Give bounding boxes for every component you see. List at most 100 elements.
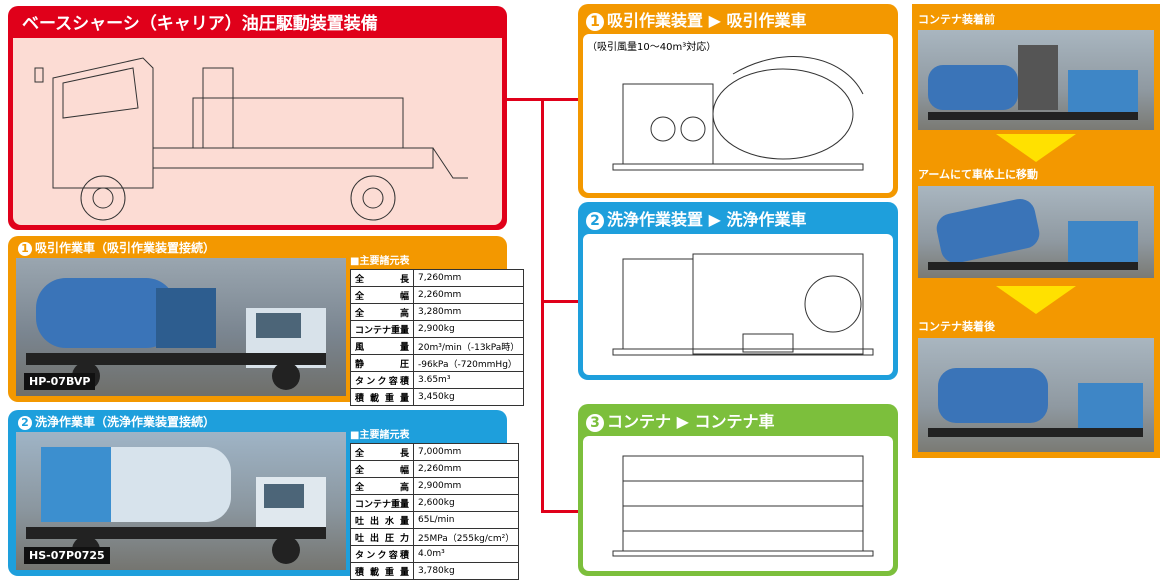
step-after-photo <box>918 338 1154 452</box>
connector-to-container <box>541 510 579 513</box>
connector-vertical <box>541 98 544 512</box>
washing-device-number: 2 <box>586 212 604 230</box>
spec-value: 2,900kg <box>413 320 525 338</box>
step-after-image <box>928 368 1143 437</box>
spec-value: 2,260mm <box>413 286 525 304</box>
step-move-photo <box>918 186 1154 278</box>
container-number: 3 <box>586 414 604 432</box>
spec-value: 3.65m³ <box>413 371 525 389</box>
suction-device-number: 1 <box>586 13 604 31</box>
suction-spec-header: ■主要諸元表 <box>350 256 410 267</box>
suction-device-drawing-area: （吸引風量10〜40m³対応） <box>583 34 893 193</box>
container-drawing-area <box>583 436 893 571</box>
step-move-label: アームにて車体上に移動 <box>918 168 1039 181</box>
spec-key: 吐出水量 <box>349 511 415 529</box>
washing-device-drawing <box>612 253 874 356</box>
washing-truck-photo: HS-07P0725 <box>16 432 346 570</box>
spec-value: 3,450kg <box>413 388 525 406</box>
step-arrow-1 <box>996 134 1076 162</box>
washing-truck-number: 2 <box>18 416 32 430</box>
spec-value: 2,900mm <box>413 477 520 495</box>
spec-value: 4.0m³ <box>413 545 520 563</box>
steps-panel: コンテナ装着前 アームにて車体上に移動 コンテナ装着後 <box>912 4 1160 458</box>
spec-key: タンク容積 <box>349 371 415 389</box>
chassis-title: ベースシャーシ（キャリア）油圧駆動装置装備 <box>22 14 378 34</box>
spec-value: 3,780kg <box>413 562 520 580</box>
spec-key: 吐出圧力 <box>349 528 415 546</box>
chassis-drawing-area <box>13 38 502 225</box>
step-arrow-2 <box>996 286 1076 314</box>
table-row: 静 圧-96kPa（-720mmHg） <box>349 354 525 372</box>
spec-value: 3,280mm <box>413 303 525 321</box>
connector-main-horizontal <box>507 98 543 101</box>
washing-truck-image <box>26 447 326 564</box>
spec-value: 2,260mm <box>413 460 520 478</box>
spec-key: コンテナ重量 <box>349 320 415 338</box>
spec-key: 積載重量 <box>349 388 415 406</box>
spec-key: 全 長 <box>349 443 415 461</box>
spec-key: 全 幅 <box>349 460 415 478</box>
spec-value: 7,260mm <box>413 269 525 287</box>
suction-device-title-text: 吸引作業装置 ▶ 吸引作業車 <box>607 11 807 30</box>
suction-truck-number: 1 <box>18 242 32 256</box>
spec-key: タンク容積 <box>349 545 415 563</box>
container-drawing <box>612 455 874 557</box>
spec-key: 積載重量 <box>349 562 415 580</box>
spec-value: 7,000mm <box>413 443 520 461</box>
step-move-image <box>928 198 1138 270</box>
spec-key: 風 量 <box>349 337 415 355</box>
container-title-text: コンテナ ▶ コンテナ車 <box>607 412 775 431</box>
spec-value: 25MPa（255kg/cm²） <box>413 528 520 546</box>
spec-key: 全 幅 <box>349 286 415 304</box>
washing-device-drawing-area <box>583 234 893 375</box>
spec-value: 2,600kg <box>413 494 520 512</box>
step-after-label: コンテナ装着後 <box>918 320 995 333</box>
washing-truck-model-tag: HS-07P0725 <box>24 547 110 564</box>
spec-key: 全 高 <box>349 303 415 321</box>
spec-key: コンテナ重量 <box>349 494 415 512</box>
washing-spec-header: ■主要諸元表 <box>350 430 410 441</box>
suction-truck-title-text: 吸引作業車（吸引作業装置接続） <box>35 241 216 255</box>
step-before-photo <box>918 30 1154 130</box>
spec-key: 全 長 <box>349 269 415 287</box>
suction-truck-photo: HP-07BVP <box>16 258 346 396</box>
step-before-label: コンテナ装着前 <box>918 13 995 26</box>
chassis-drawing <box>34 57 468 221</box>
spec-key: 静 圧 <box>349 354 415 372</box>
spec-value: 20m³/min（-13kPa時） <box>413 337 525 355</box>
chassis-panel: ベースシャーシ（キャリア）油圧駆動装置装備 <box>8 6 507 230</box>
spec-key: 全 高 <box>349 477 415 495</box>
suction-device-drawing <box>612 56 864 171</box>
connector-to-suction-device <box>541 98 579 101</box>
step-before-image <box>928 45 1138 120</box>
connector-to-washing-device <box>541 300 579 303</box>
suction-device-note: （吸引風量10〜40m³対応） <box>587 42 717 53</box>
